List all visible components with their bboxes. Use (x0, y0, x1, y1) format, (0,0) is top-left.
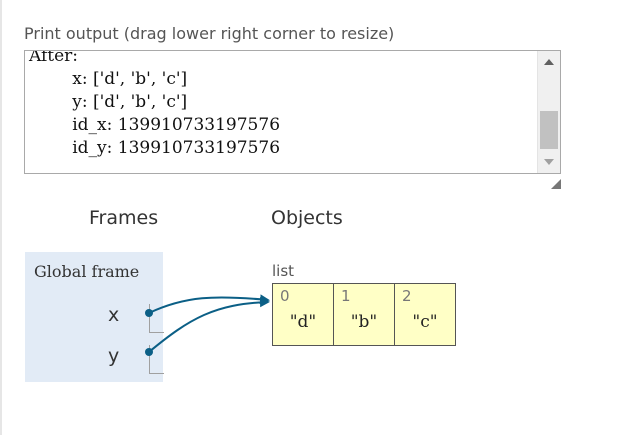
list-cell-value: "c" (412, 312, 438, 332)
output-line: y: ['d', 'b', 'c'] (29, 92, 188, 112)
list-type-label: list (272, 262, 295, 280)
pointer-x-arrow (148, 294, 270, 314)
scroll-down-arrow-icon[interactable] (538, 153, 560, 171)
variable-x-pointer-slot (149, 304, 164, 333)
scroll-thumb[interactable] (540, 111, 558, 149)
list-cell-value: "d" (289, 312, 317, 332)
print-output-label: Print output (drag lower right corner to… (24, 24, 395, 43)
resize-grip-icon[interactable] (549, 177, 561, 189)
list-cell-index: 0 (280, 287, 290, 305)
variable-x-name: x (108, 304, 120, 326)
global-frame-title: Global frame (34, 262, 140, 281)
list-cell-index: 2 (402, 287, 412, 305)
list-cell: 0 "d" (273, 284, 334, 345)
print-output-text: After: x: ['d', 'b', 'c'] y: ['d', 'b', … (29, 50, 536, 160)
left-border (0, 0, 2, 435)
output-line: After: (29, 50, 79, 66)
list-cell-index: 1 (341, 287, 351, 305)
variable-y-name: y (108, 345, 120, 367)
list-object: 0 "d" 1 "b" 2 "c" (272, 283, 456, 346)
global-frame: Global frame x y (25, 252, 164, 382)
output-scrollbar[interactable] (537, 51, 560, 173)
output-line: id_x: 139910733197576 (29, 115, 281, 135)
scroll-up-arrow-icon[interactable] (538, 53, 560, 71)
objects-heading: Objects (271, 207, 343, 229)
frames-heading: Frames (89, 207, 159, 229)
print-output-box[interactable]: After: x: ['d', 'b', 'c'] y: ['d', 'b', … (24, 50, 561, 174)
output-line: x: ['d', 'b', 'c'] (29, 69, 188, 89)
list-cell: 2 "c" (395, 284, 455, 345)
output-line: id_y: 139910733197576 (29, 138, 281, 158)
list-cell: 1 "b" (334, 284, 395, 345)
variable-y-pointer-slot (149, 345, 164, 374)
pointer-y-arrow (148, 297, 270, 353)
list-cell-value: "b" (350, 312, 378, 332)
